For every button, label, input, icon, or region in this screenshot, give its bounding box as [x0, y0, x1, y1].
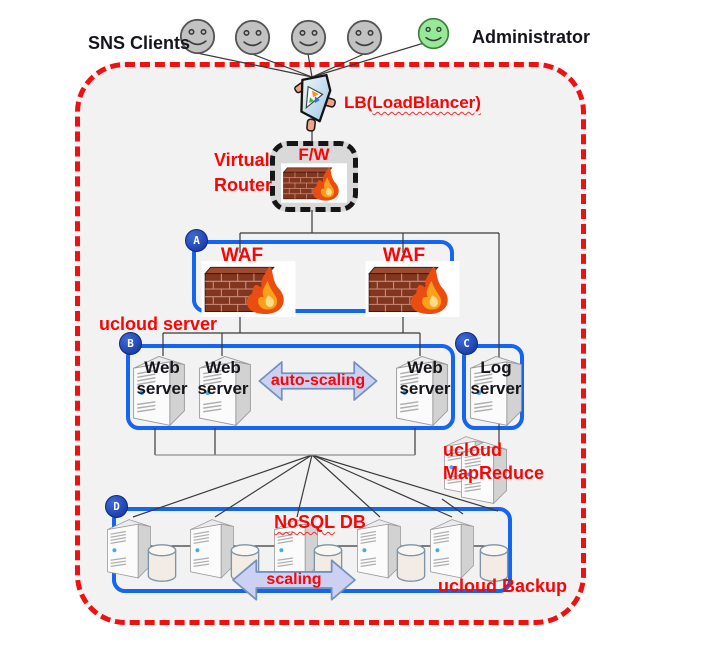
database-cylinder-icon: [146, 543, 178, 583]
section-c-box: [462, 344, 524, 430]
section-b-box: [126, 344, 455, 430]
ucloud-mapreduce-label: ucloud MapReduce: [443, 440, 545, 483]
administrator-label: Administrator: [472, 27, 591, 47]
section-a-badge: A: [185, 229, 208, 252]
sns-client-icon: [290, 19, 327, 56]
ucloud-backup-label: ucloud Backup: [438, 576, 568, 596]
fw-label: F/W: [298, 145, 330, 164]
auto-scaling-arrow: auto-scaling: [257, 356, 379, 406]
nosql-server-icon: [426, 515, 478, 581]
firewall-icon: [281, 161, 347, 205]
section-d-badge: D: [105, 495, 128, 518]
sns-clients-label: SNS Clients: [88, 33, 191, 53]
load-balancer-icon: [287, 71, 337, 133]
waf-firewall-icon: [201, 261, 296, 317]
waf-label: WAF: [220, 245, 264, 266]
section-b-badge: B: [119, 332, 142, 355]
administrator-icon: [417, 17, 450, 50]
virtual-router-label: Virtual Router: [214, 150, 272, 195]
database-cylinder-icon: [395, 543, 427, 583]
section-c-badge: C: [455, 332, 478, 355]
sns-client-icon: [234, 19, 271, 56]
lb-label: LB(LoadBlancer): [344, 93, 481, 112]
ucloud-server-label: ucloud server: [99, 314, 218, 334]
waf-label: WAF: [382, 245, 426, 266]
nosql-db-label: NoSQL DB: [274, 512, 366, 532]
waf-firewall-icon: [365, 261, 460, 317]
scaling-arrow: scaling: [220, 554, 368, 606]
sns-client-icon: [346, 19, 383, 56]
